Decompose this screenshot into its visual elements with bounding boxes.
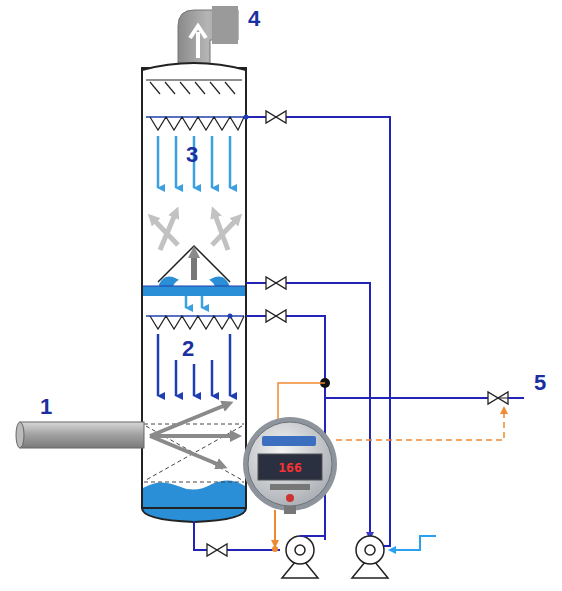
callout-number: 4 bbox=[248, 8, 260, 30]
callout-number: 5 bbox=[534, 372, 546, 394]
callout-number: 2 bbox=[182, 338, 194, 360]
callout-number: 1 bbox=[40, 396, 52, 418]
callout-number: 3 bbox=[186, 144, 198, 166]
display-reading: 166 bbox=[278, 461, 301, 474]
